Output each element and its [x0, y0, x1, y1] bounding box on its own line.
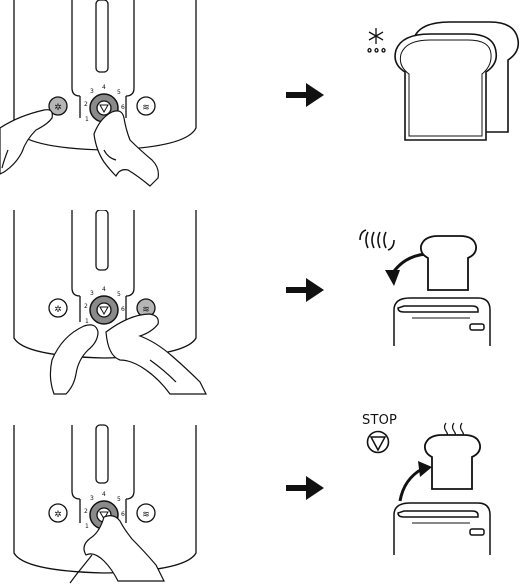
stop-triangle-icon [366, 430, 390, 454]
toaster-body [13, 425, 197, 574]
stop-label: STOP [362, 413, 398, 428]
svg-text:≋: ≋ [142, 509, 150, 519]
step-defrost-illustration: ✲ ≋ 1 2 3 4 5 6 [0, 0, 520, 187]
reheat-waves-icon [359, 229, 395, 251]
bread-slice [419, 235, 477, 291]
arrow-right-icon [286, 476, 324, 500]
svg-text:1: 1 [85, 318, 89, 325]
dial-numbers: 1 2 3 4 5 6 [84, 84, 125, 123]
svg-text:4: 4 [102, 491, 106, 498]
dial-numbers: 1 2 3 4 5 6 [84, 286, 125, 325]
svg-text:6: 6 [121, 511, 125, 518]
svg-text:3: 3 [90, 290, 94, 297]
bread-slices [394, 21, 520, 141]
dial-numbers: 1 2 3 4 5 6 [84, 491, 125, 530]
step-defrost: ✲ ≋ 1 2 3 4 5 6 [0, 0, 527, 190]
svg-text:6: 6 [121, 104, 125, 111]
svg-text:1: 1 [85, 523, 89, 530]
svg-text:2: 2 [84, 303, 88, 310]
svg-text:2: 2 [84, 508, 88, 515]
reheat-button[interactable]: ≋ [136, 503, 156, 523]
snowflake-drops-icon [367, 28, 386, 53]
svg-text:✲: ✲ [54, 509, 62, 519]
hand-left [49, 324, 99, 395]
reheat-button[interactable]: ≋ [136, 298, 156, 318]
svg-text:✲: ✲ [54, 102, 62, 112]
svg-text:4: 4 [102, 84, 106, 91]
svg-text:5: 5 [117, 291, 121, 298]
svg-text:2: 2 [84, 101, 88, 108]
arrow-right-icon [286, 278, 324, 302]
step-stop: ✲ ≋ 1 2 3 4 5 6 [0, 405, 527, 587]
step-stop-illustration: ✲ ≋ 1 2 3 4 5 6 [13, 422, 491, 584]
reheat-button[interactable]: ≋ [136, 96, 156, 116]
svg-text:5: 5 [117, 89, 121, 96]
hand-pressing [69, 515, 165, 584]
defrost-button[interactable]: ✲ [48, 96, 68, 116]
bread-slice [423, 434, 481, 490]
toaster-body [13, 210, 197, 359]
svg-text:1: 1 [85, 116, 89, 123]
toaster [393, 502, 491, 555]
arrow-up-icon [398, 467, 423, 502]
svg-text:4: 4 [102, 286, 106, 293]
svg-text:≋: ≋ [142, 102, 150, 112]
svg-text:≋: ≋ [142, 304, 150, 314]
hand-right [105, 313, 207, 395]
arrow-right-icon [286, 83, 324, 107]
browning-dial[interactable] [89, 295, 119, 325]
hand-left [0, 109, 53, 175]
defrost-button[interactable]: ✲ [48, 503, 68, 523]
defrost-button[interactable]: ✲ [48, 298, 68, 318]
svg-text:6: 6 [121, 306, 125, 313]
step-reheat-illustration: ✲ ≋ 1 2 3 4 5 6 [13, 210, 491, 395]
step-reheat: ✲ ≋ 1 2 3 4 5 6 [0, 210, 527, 395]
toaster [393, 297, 491, 346]
svg-text:3: 3 [90, 495, 94, 502]
hand-right [93, 110, 159, 187]
svg-text:✲: ✲ [54, 304, 62, 314]
svg-text:3: 3 [90, 88, 94, 95]
svg-text:5: 5 [117, 496, 121, 503]
